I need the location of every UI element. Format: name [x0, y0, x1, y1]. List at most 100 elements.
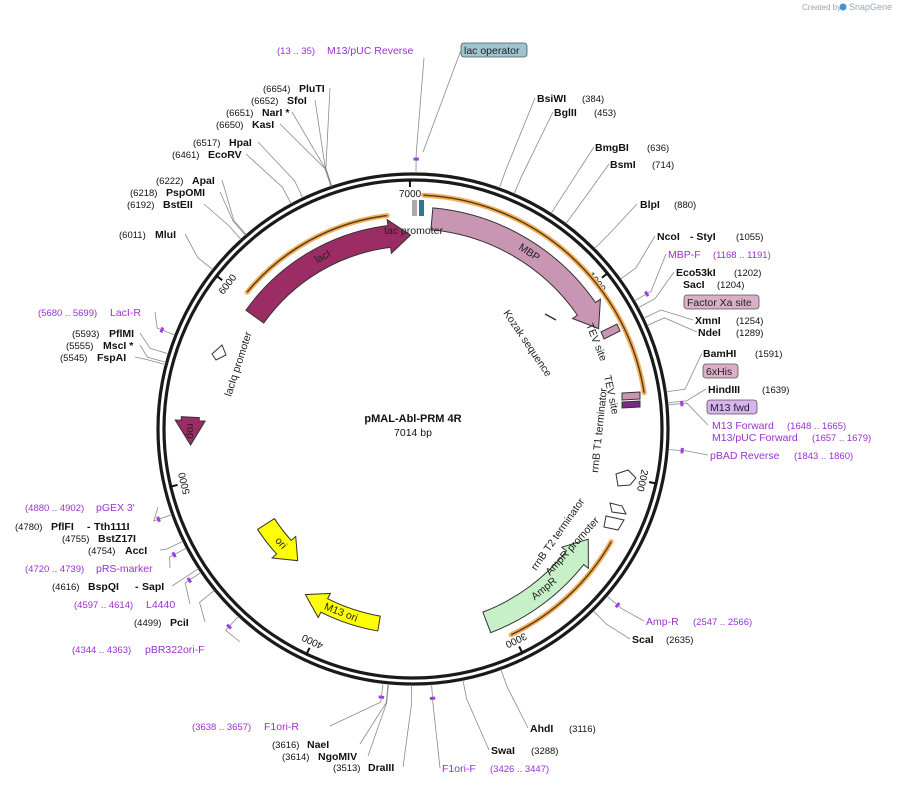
enzyme-sfoi[interactable]: SfoI: [287, 95, 307, 107]
feature-arrow-ampr[interactable]: [482, 538, 589, 634]
enzyme-ngomiv[interactable]: NgoMIV: [318, 751, 357, 763]
enzyme-bglii-pos: (453): [594, 108, 616, 119]
leader-line: [359, 683, 389, 745]
primer-l4440[interactable]: L4440: [146, 599, 175, 611]
primer-binding-mark: [171, 551, 177, 558]
enzyme-hpai[interactable]: HpaI: [229, 137, 252, 149]
feature-arrow-rop[interactable]: [174, 416, 207, 447]
leader-line: [402, 684, 413, 768]
feature-arrow-mbp[interactable]: [430, 207, 601, 330]
svg-text:lac operator: lac operator: [464, 45, 520, 57]
enzyme-kasi[interactable]: KasI: [252, 119, 274, 131]
enzyme-pspomi-pos: (6218): [130, 188, 157, 199]
leader-line: [139, 332, 169, 355]
enzyme-apai[interactable]: ApaI: [192, 175, 215, 187]
enzyme-mlui[interactable]: MluI: [155, 229, 176, 241]
enzyme-bglii[interactable]: BglII: [554, 107, 577, 119]
enzyme-saci[interactable]: SacI: [683, 279, 705, 291]
enzyme-msci[interactable]: MscI *: [103, 340, 134, 352]
enzyme-ncoi[interactable]: NcoI: [657, 231, 680, 243]
leader-line: [245, 153, 292, 204]
enzyme-xmni[interactable]: XmnI: [695, 315, 721, 327]
tev-site-1-mark: [600, 323, 621, 340]
enzyme-sapi[interactable]: SapI: [142, 581, 164, 593]
primer-amp-r[interactable]: Amp-R: [646, 616, 679, 628]
enzyme-bamhi-pos: (1591): [755, 349, 782, 360]
feature-arrow-m13-ori[interactable]: [304, 592, 381, 632]
enzyme-fspai-pos: (5545): [60, 353, 87, 364]
primer-m13-puc-forward-pos: (1657 .. 1679): [812, 433, 871, 444]
enzyme-swai-pos: (3288): [531, 746, 558, 757]
primer-m13-puc-reverse[interactable]: M13/pUC Reverse: [327, 45, 414, 57]
feature-arrow-laci[interactable]: [245, 218, 412, 324]
primer-pgex-3-pos: (4880 .. 4902): [25, 503, 84, 514]
enzyme-acci-pos: (4754): [88, 546, 115, 557]
enzyme-pflfi[interactable]: PflFI: [51, 521, 74, 533]
enzyme-nari-pos: (6651): [226, 108, 253, 119]
enzyme-styi[interactable]: - StyI: [690, 231, 716, 243]
enzyme-apai-pos: (6222): [156, 176, 183, 187]
primer-pbr322ori-f[interactable]: pBR322ori-F: [145, 644, 205, 656]
leader-line: [565, 163, 610, 224]
enzyme-pluti[interactable]: PluTI: [299, 83, 325, 95]
enzyme-scai[interactable]: ScaI: [632, 634, 654, 646]
enzyme-eco53ki[interactable]: Eco53kI: [676, 267, 716, 279]
enzyme-draiii[interactable]: DraIII: [368, 762, 394, 774]
enzyme-tth111i-dash: -: [87, 521, 91, 533]
enzyme-pcii[interactable]: PciI: [170, 617, 189, 629]
primer-f1ori-r-pos: (3638 .. 3657): [192, 722, 251, 733]
enzyme-swai[interactable]: SwaI: [491, 745, 515, 757]
enzyme-bsmi[interactable]: BsmI: [610, 159, 636, 171]
primer-laci-r[interactable]: LacI-R: [110, 307, 141, 319]
primer-f1ori-r[interactable]: F1ori-R: [264, 721, 299, 733]
enzyme-bmgbi[interactable]: BmgBI: [595, 142, 629, 154]
rrnb-t1-label: rrnB T1 terminator: [589, 387, 610, 473]
feature-arrow-ori[interactable]: [256, 517, 299, 562]
enzyme-pflmi[interactable]: PflMI: [109, 328, 134, 340]
enzyme-tth111i[interactable]: Tth111I: [94, 521, 130, 533]
enzyme-naei[interactable]: NaeI: [307, 739, 329, 751]
enzyme-fspai[interactable]: FspAI: [97, 352, 126, 364]
primer-m13-forward[interactable]: M13 Forward: [712, 420, 774, 432]
backbone-inner-strand: [162, 178, 664, 680]
enzyme-bsteii[interactable]: BstEII: [163, 199, 193, 211]
boxed-label-m13-fwd: M13 fwd: [706, 399, 758, 415]
leader-line: [592, 610, 631, 640]
selection-arc-core: [423, 194, 645, 393]
primer-f1ori-f[interactable]: F1ori-F: [442, 763, 476, 775]
primer-prs-marker[interactable]: pRS-marker: [96, 563, 153, 575]
selection-arc-core: [510, 541, 612, 636]
primer-mbp-f[interactable]: MBP-F: [668, 249, 701, 261]
leader-line: [606, 595, 645, 622]
leader-line: [513, 111, 554, 194]
tick-mark: [601, 271, 609, 279]
enzyme-bsiwi[interactable]: BsiWI: [537, 93, 566, 105]
enzyme-hindiii[interactable]: HindIII: [708, 384, 740, 396]
primer-labels: M13/pUC Reverse (13 .. 35) MBP-F (1168 .…: [25, 45, 871, 775]
enzyme-bamhi[interactable]: BamHI: [703, 348, 736, 360]
leader-line: [184, 233, 213, 270]
tick-label: 6000: [217, 272, 240, 297]
enzyme-ecorv[interactable]: EcoRV: [208, 149, 242, 161]
primer-m13-puc-reverse-pos: (13 .. 35): [277, 46, 315, 57]
enzyme-acci[interactable]: AccI: [125, 545, 147, 557]
enzyme-blpi[interactable]: BlpI: [640, 199, 660, 211]
enzyme-pspomi[interactable]: PspOMI: [166, 187, 205, 199]
leader-line: [219, 191, 246, 236]
enzyme-ndei[interactable]: NdeI: [698, 327, 721, 339]
enzyme-bsteii-pos: (6192): [127, 200, 154, 211]
primer-pbad-reverse[interactable]: pBAD Reverse: [710, 450, 780, 462]
enzyme-pflfi-pos: (4780): [15, 522, 42, 533]
tick-mark: [305, 647, 311, 656]
tick-label: 7000: [399, 189, 422, 200]
enzyme-ecorv-pos: (6461): [172, 150, 199, 161]
enzyme-nari[interactable]: NarI *: [262, 107, 290, 119]
kozak-label: Kozak sequence: [501, 308, 554, 379]
primer-pbr322ori-f-pos: (4344 .. 4363): [72, 645, 131, 656]
enzyme-bspqi-pos: (4616): [52, 582, 79, 593]
enzyme-bstz17i[interactable]: BstZ17I: [98, 533, 136, 545]
enzyme-bspqi[interactable]: BspQI: [88, 581, 119, 593]
primer-pgex-3[interactable]: pGEX 3': [96, 502, 135, 514]
enzyme-ahdi[interactable]: AhdI: [530, 723, 553, 735]
primer-m13-puc-forward[interactable]: M13/pUC Forward: [712, 432, 798, 444]
